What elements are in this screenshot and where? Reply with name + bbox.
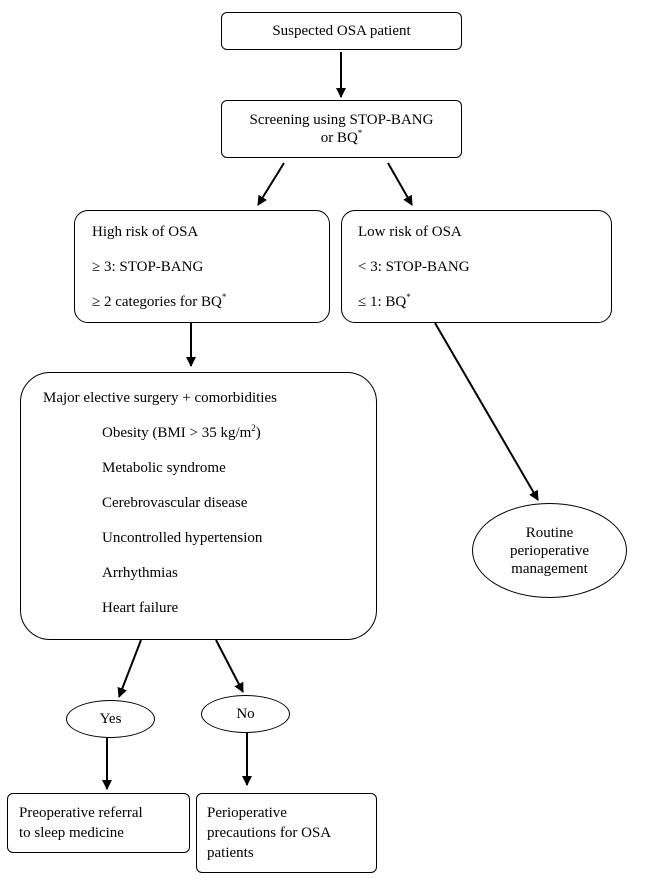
node-routine-management: Routine perioperative management — [472, 503, 627, 598]
node-comorbidities: Major elective surgery + comorbidities O… — [20, 372, 377, 640]
routine-line3: management — [511, 560, 588, 577]
node-no: No — [201, 695, 290, 733]
low-risk-criteria-bq: ≤ 1: BQ — [358, 294, 407, 310]
comorbidity-item-uncontrolled-hypertension: Uncontrolled hypertension — [102, 530, 263, 546]
arrow-comorbidities-to-no — [215, 639, 244, 693]
referral-line1: Preoperative referral — [19, 805, 143, 821]
routine-line1: Routine — [525, 524, 574, 541]
precautions-line3: patients — [207, 845, 254, 861]
node-no-label: No — [236, 706, 255, 722]
referral-line2: to sleep medicine — [19, 825, 124, 841]
arrow-screening-to-high-risk — [257, 162, 285, 206]
node-high-risk: High risk of OSA ≥ 3: STOP-BANG ≥ 2 cate… — [74, 210, 330, 323]
high-risk-title: High risk of OSA — [92, 224, 199, 240]
comorbidity-item-metabolic-syndrome: Metabolic syndrome — [102, 460, 226, 476]
node-screening-line1: Screening using STOP-BANG — [249, 112, 434, 128]
high-risk-criteria-bq: ≥ 2 categories for BQ — [92, 294, 222, 310]
node-yes: Yes — [66, 700, 155, 738]
comorbidities-title: Major elective surgery + comorbidities — [43, 390, 277, 406]
arrow-low-risk-to-routine — [434, 322, 539, 501]
node-preoperative-referral: Preoperative referral to sleep medicine — [7, 793, 190, 853]
arrow-screening-to-low-risk — [387, 162, 413, 206]
low-risk-criteria-stop-bang: < 3: STOP-BANG — [358, 259, 470, 275]
node-perioperative-precautions: Perioperative precautions for OSA patien… — [196, 793, 377, 873]
node-screening-line2: or BQ — [320, 130, 358, 146]
comorbidity-item-obesity: Obesity (BMI > 35 kg/m2) — [102, 423, 261, 442]
comorbidity-item-cerebrovascular-disease: Cerebrovascular disease — [102, 495, 248, 511]
precautions-line2: precautions for OSA — [207, 825, 332, 841]
node-screening-asterisk: * — [357, 128, 363, 138]
node-low-risk: Low risk of OSA < 3: STOP-BANG ≤ 1: BQ* — [341, 210, 612, 323]
high-risk-asterisk: * — [221, 292, 227, 302]
node-screening: Screening using STOP-BANG or BQ* — [221, 100, 462, 158]
precautions-line1: Perioperative — [207, 805, 287, 821]
routine-line2: perioperative — [509, 542, 590, 559]
comorbidity-item-heart-failure: Heart failure — [102, 600, 179, 616]
comorbidity-item-arrhythmias: Arrhythmias — [102, 565, 178, 581]
node-yes-label: Yes — [99, 711, 122, 727]
low-risk-title: Low risk of OSA — [358, 224, 462, 240]
node-suspected-osa-patient-label: Suspected OSA patient — [272, 23, 411, 39]
low-risk-asterisk: * — [406, 292, 411, 302]
arrow-comorbidities-to-yes — [117, 639, 142, 698]
node-suspected-osa-patient: Suspected OSA patient — [221, 12, 462, 50]
high-risk-criteria-stop-bang: ≥ 3: STOP-BANG — [92, 259, 204, 275]
